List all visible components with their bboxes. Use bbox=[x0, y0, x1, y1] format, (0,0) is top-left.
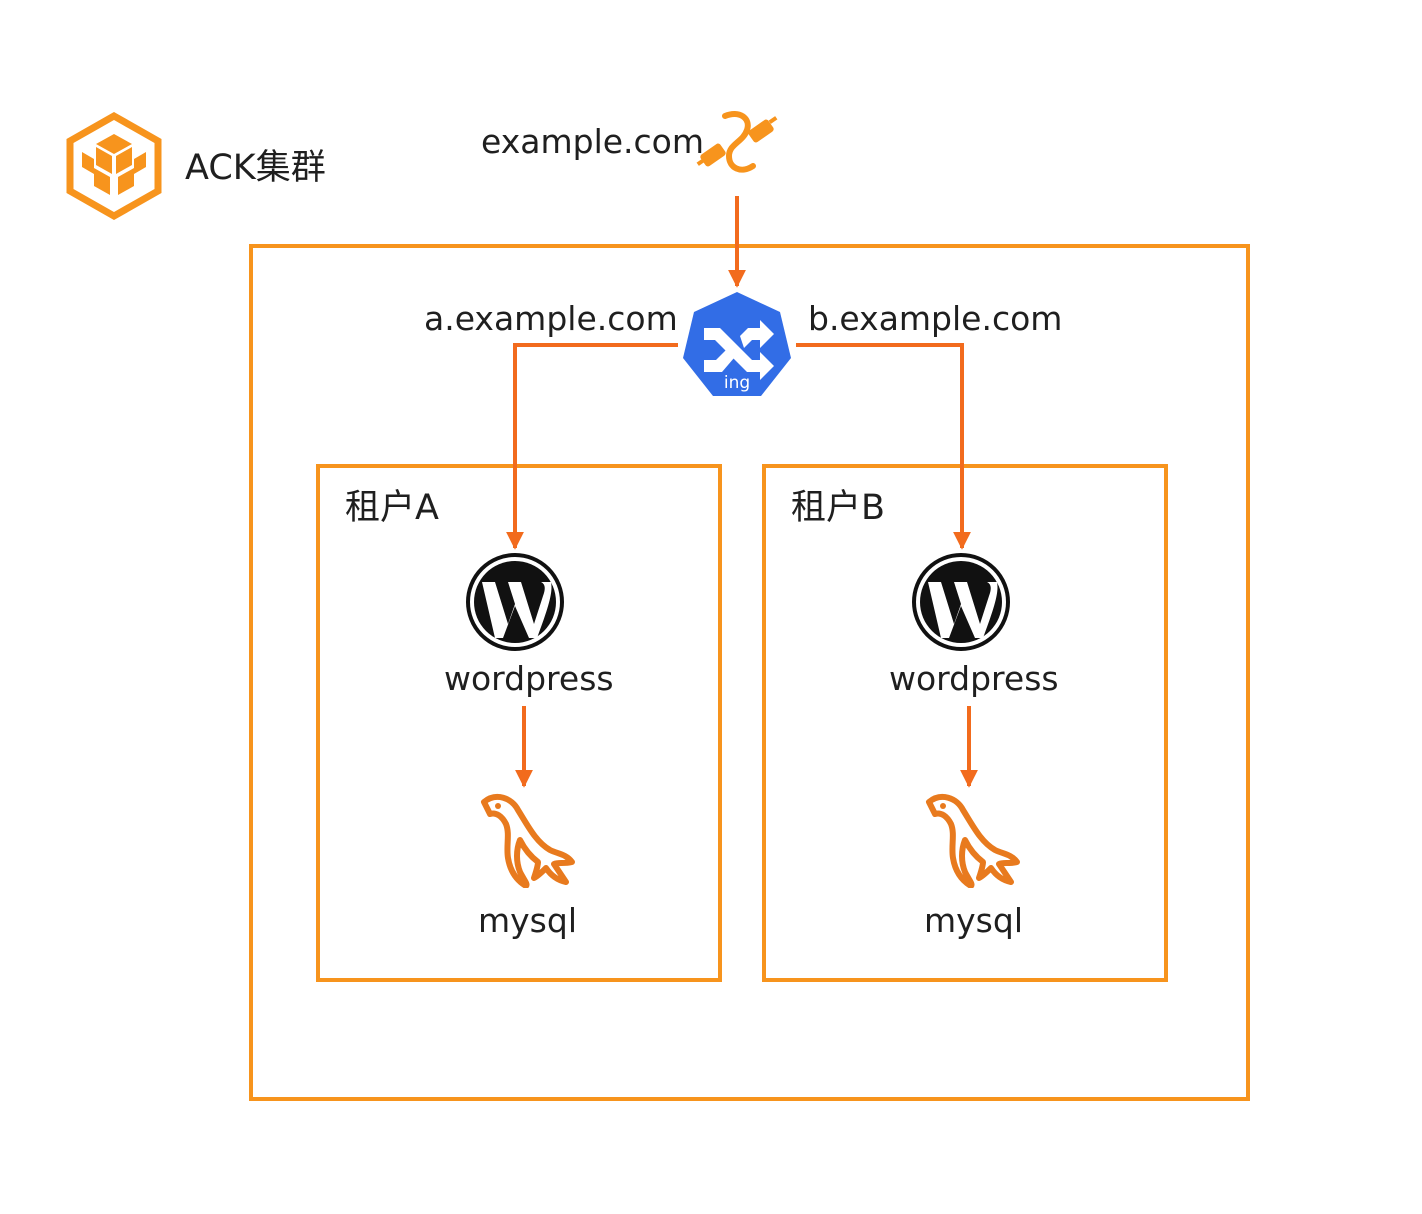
ingress-icon-label: ing bbox=[724, 373, 750, 393]
domain-link-icon bbox=[695, 108, 779, 182]
entry-domain-label: example.com bbox=[481, 122, 705, 161]
tenant-b-db-label: mysql bbox=[924, 901, 1023, 940]
ingress-to-tenant-a-arrow bbox=[506, 343, 678, 550]
cluster-title: ACK集群 bbox=[185, 148, 326, 188]
tenant-a-db-label: mysql bbox=[478, 901, 577, 940]
tenant-a-title: 租户A bbox=[345, 488, 439, 528]
route-label-left: a.example.com bbox=[424, 299, 678, 338]
wordpress-icon bbox=[911, 552, 1011, 652]
route-label-right: b.example.com bbox=[808, 299, 1063, 338]
ingress-to-tenant-b-arrow bbox=[796, 343, 971, 550]
tenant-b-title: 租户B bbox=[791, 488, 886, 528]
tenant-a-app-label: wordpress bbox=[444, 659, 614, 698]
wordpress-icon bbox=[465, 552, 565, 652]
ack-cluster-hexagon-icon bbox=[64, 111, 164, 221]
tenant-a-boundary bbox=[316, 464, 722, 982]
tenant-b-app-label: wordpress bbox=[889, 659, 1059, 698]
cluster-boundary bbox=[249, 244, 1250, 1101]
tenant-b-boundary bbox=[762, 464, 1168, 982]
mysql-dolphin-icon bbox=[476, 792, 576, 889]
mysql-dolphin-icon bbox=[921, 792, 1021, 889]
kubernetes-ingress-icon: ing bbox=[680, 290, 794, 400]
